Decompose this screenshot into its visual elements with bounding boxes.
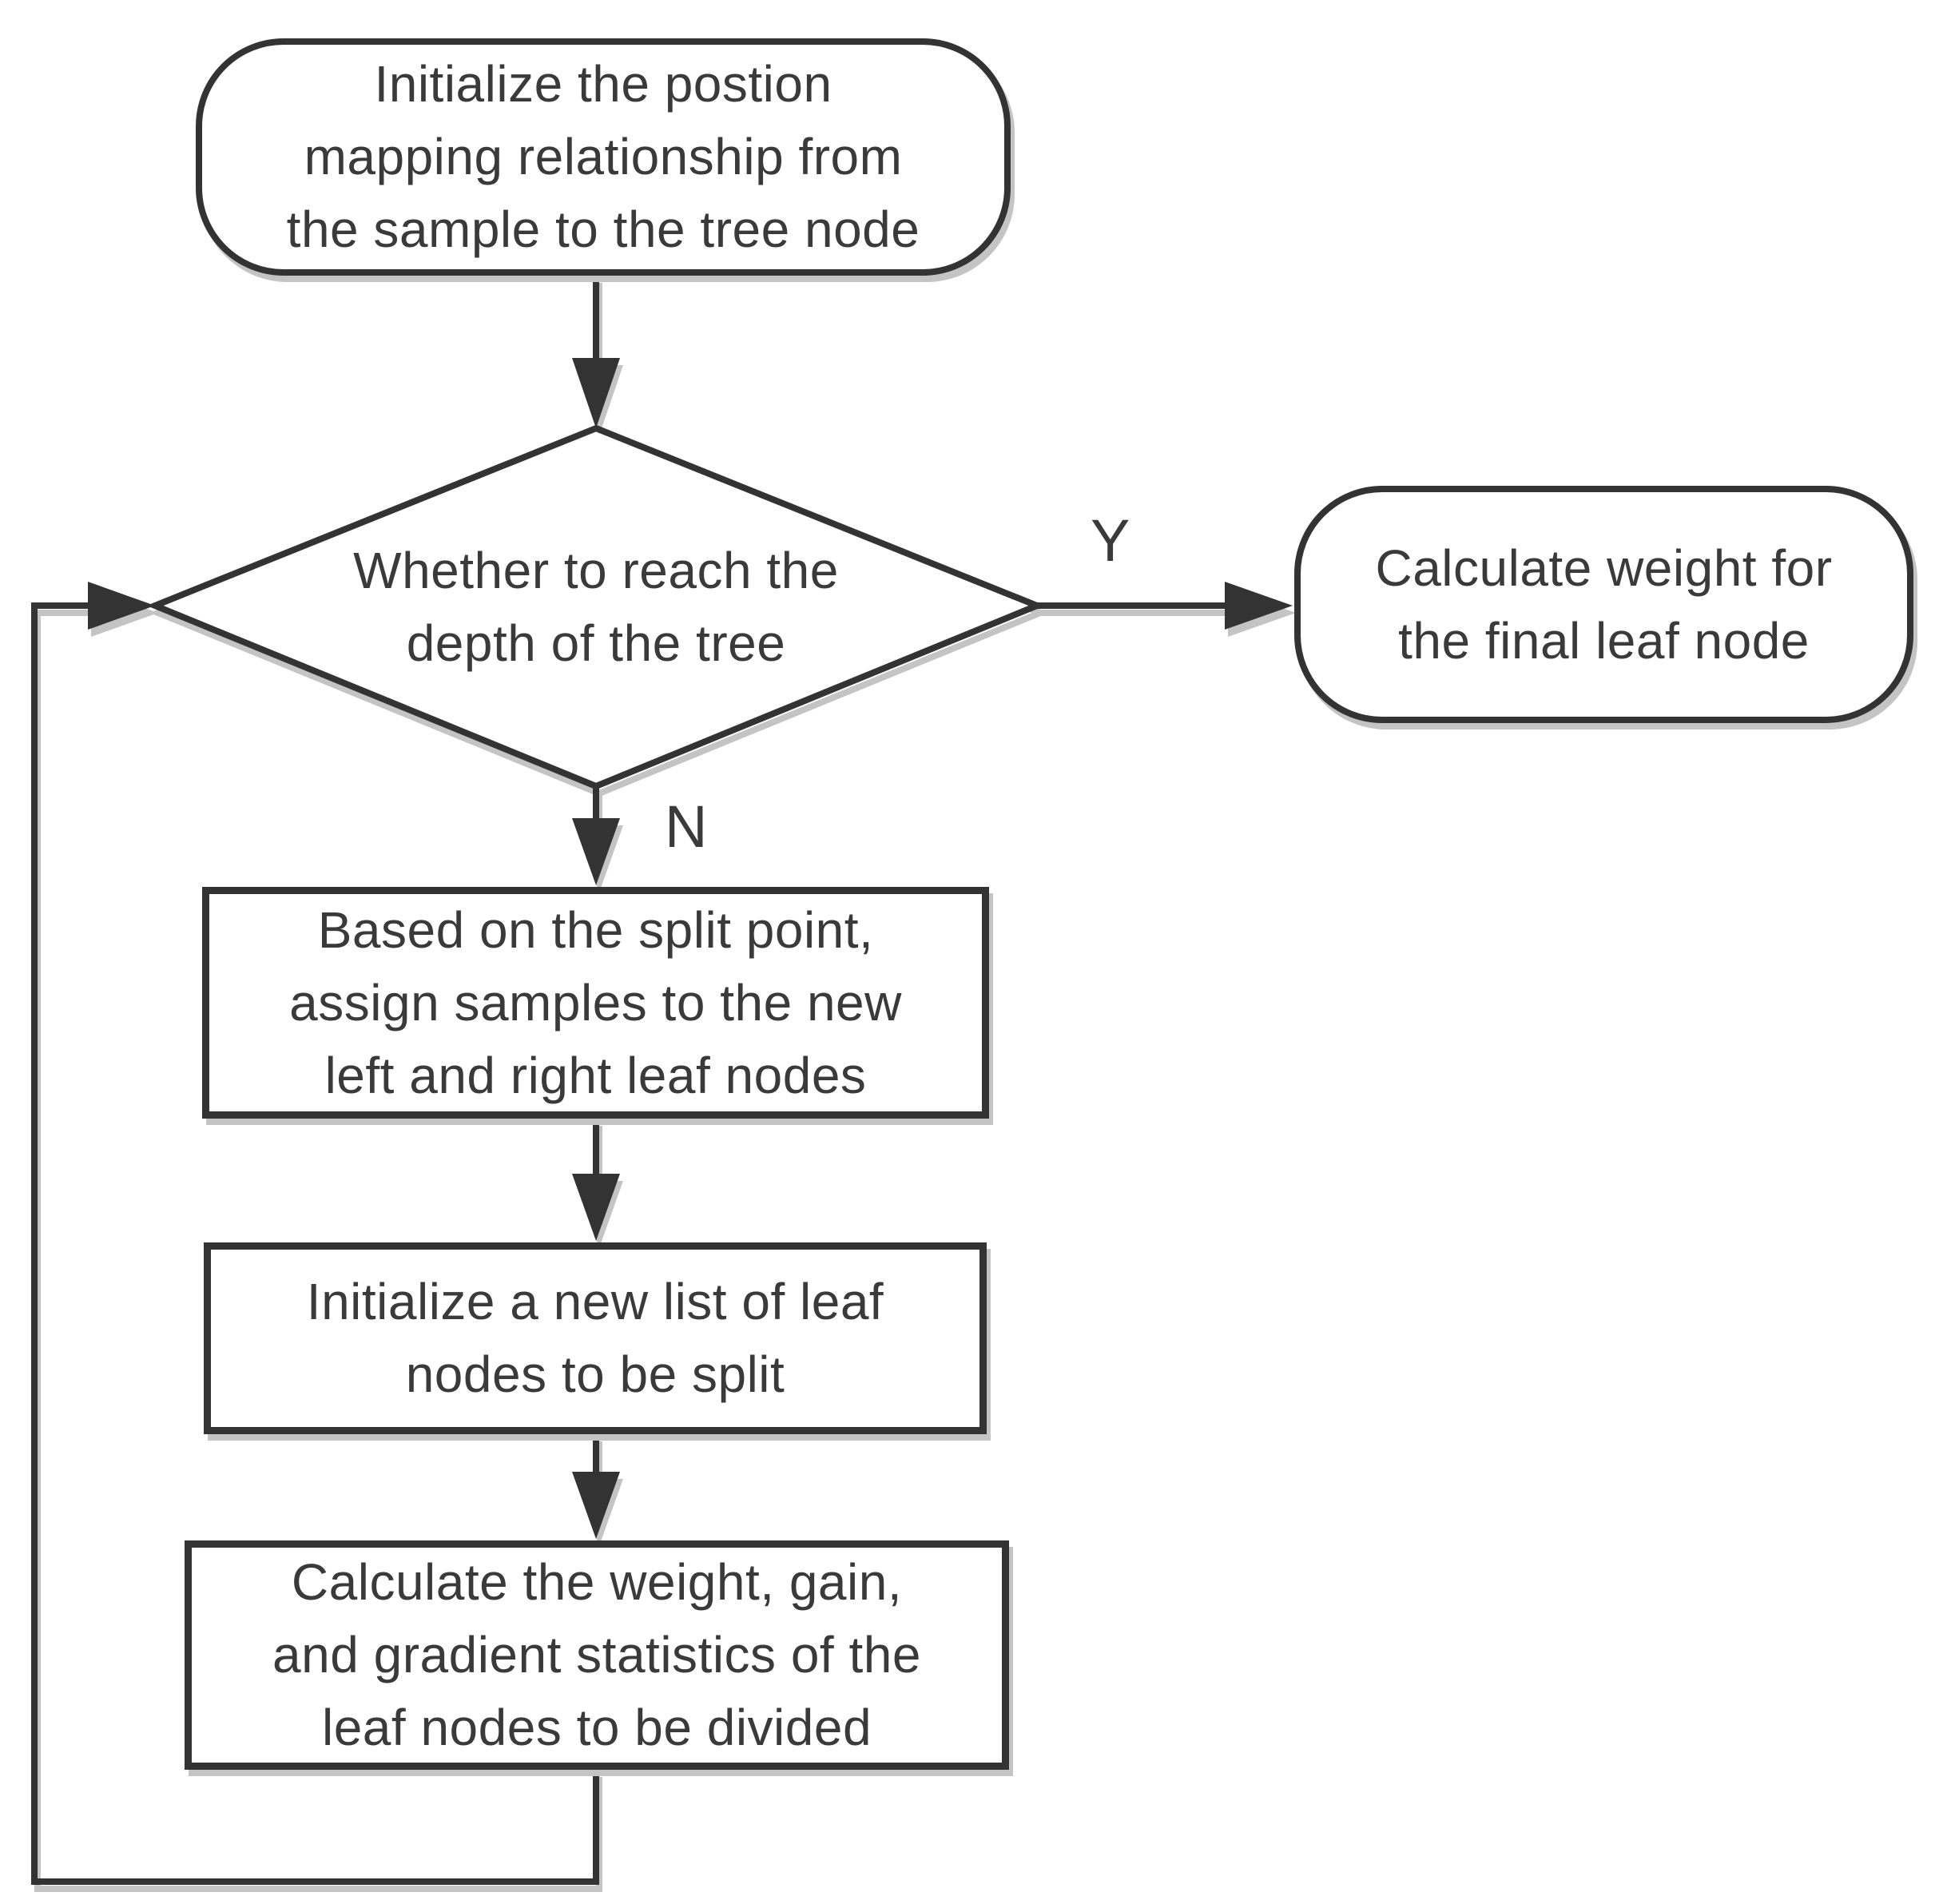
node-init-leaf-list: Initialize a new list of leaf nodes to b… xyxy=(204,1242,987,1434)
edge-label-no: N xyxy=(665,793,708,860)
edge-label-yes: Y xyxy=(1091,507,1130,574)
node-calc-stats: Calculate the weight, gain, and gradient… xyxy=(185,1540,1009,1770)
node-calc-weight: Calculate weight for the final leaf node xyxy=(1294,486,1913,723)
arrowhead-down-into-decision xyxy=(572,358,620,428)
arrowhead-down-into-calc-stats xyxy=(572,1472,620,1539)
node-assign-samples-label: Based on the split point, assign samples… xyxy=(289,900,902,1104)
arrowhead-down-into-assign-samples xyxy=(572,818,620,885)
arrowhead-down-into-init-leaf-list xyxy=(572,1174,620,1241)
node-start: Initialize the postion mapping relations… xyxy=(196,38,1011,276)
node-calc-stats-label: Calculate the weight, gain, and gradient… xyxy=(272,1553,921,1756)
arrowhead-right-into-calc-weight xyxy=(1225,582,1293,630)
node-init-leaf-list-label: Initialize a new list of leaf nodes to b… xyxy=(306,1273,884,1403)
node-start-label: Initialize the postion mapping relations… xyxy=(286,55,920,258)
connector-loop-calc-stats-to-decision xyxy=(31,602,599,1885)
node-decision-label: Whether to reach the depth of the tree xyxy=(353,542,839,672)
decision-diamond-shape xyxy=(146,424,1046,790)
node-decision: Whether to reach the depth of the tree xyxy=(276,511,916,703)
arrowhead-right-into-decision xyxy=(88,582,155,630)
node-calc-weight-label: Calculate weight for the final leaf node xyxy=(1375,539,1833,670)
node-assign-samples: Based on the split point, assign samples… xyxy=(202,887,989,1119)
